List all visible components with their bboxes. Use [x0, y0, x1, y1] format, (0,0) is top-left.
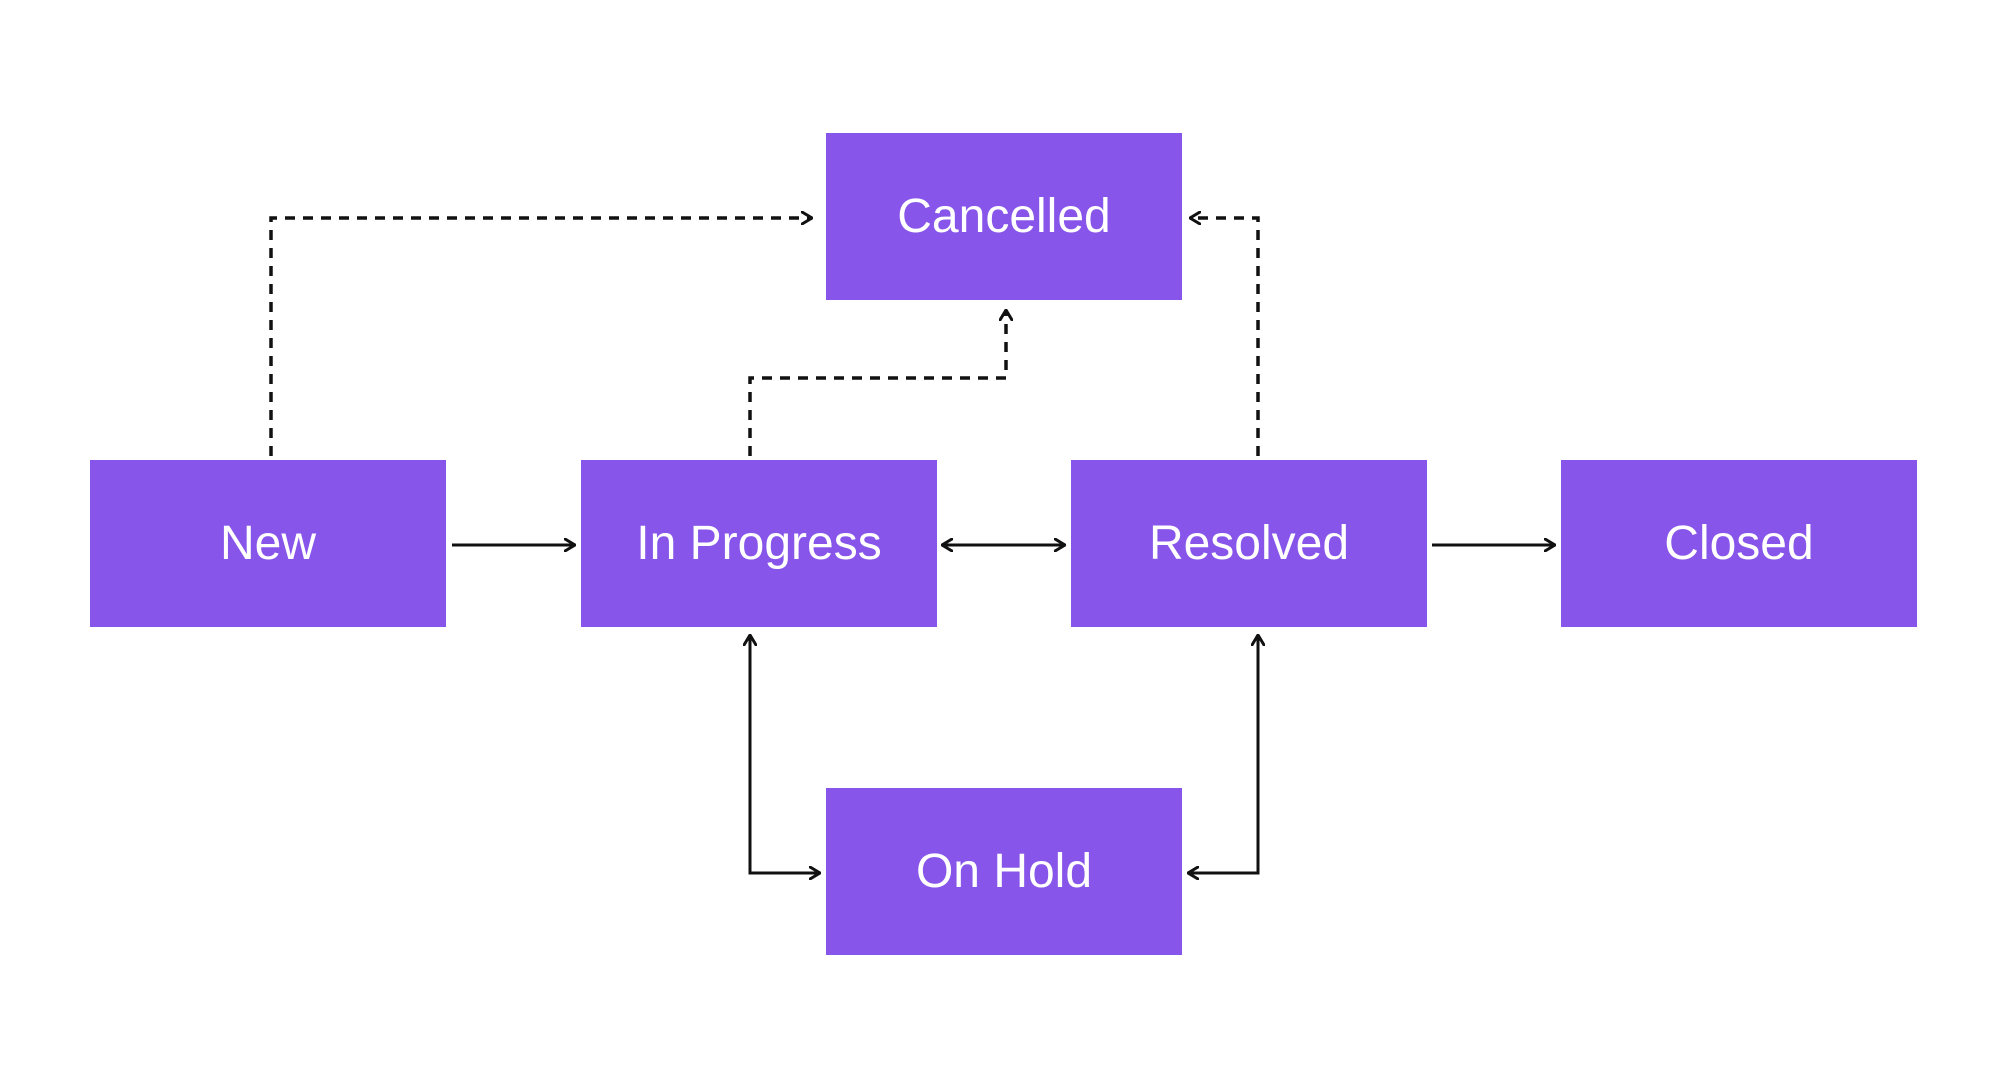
edge-in-progress-on-hold	[750, 635, 820, 873]
state-label-cancelled: Cancelled	[897, 190, 1111, 243]
state-node-on-hold: On Hold	[826, 788, 1182, 955]
edge-on-hold-resolved	[1188, 635, 1258, 873]
state-label-new: New	[219, 517, 317, 570]
state-node-in-progress: In Progress	[581, 460, 937, 627]
state-node-cancelled: Cancelled	[826, 133, 1182, 300]
edge-new-to-cancelled	[269, 218, 812, 456]
state-node-closed: Closed	[1561, 460, 1917, 627]
state-label-closed: Closed	[1664, 517, 1814, 570]
state-label-in-progress: In Progress	[636, 517, 882, 570]
edge-resolved-to-cancelled	[1190, 218, 1260, 456]
state-node-new: New	[90, 460, 446, 627]
edge-in-progress-to-cancelled	[748, 310, 1006, 456]
state-label-resolved: Resolved	[1148, 517, 1350, 570]
state-node-resolved: Resolved	[1071, 460, 1427, 627]
state-label-on-hold: On Hold	[915, 845, 1093, 898]
